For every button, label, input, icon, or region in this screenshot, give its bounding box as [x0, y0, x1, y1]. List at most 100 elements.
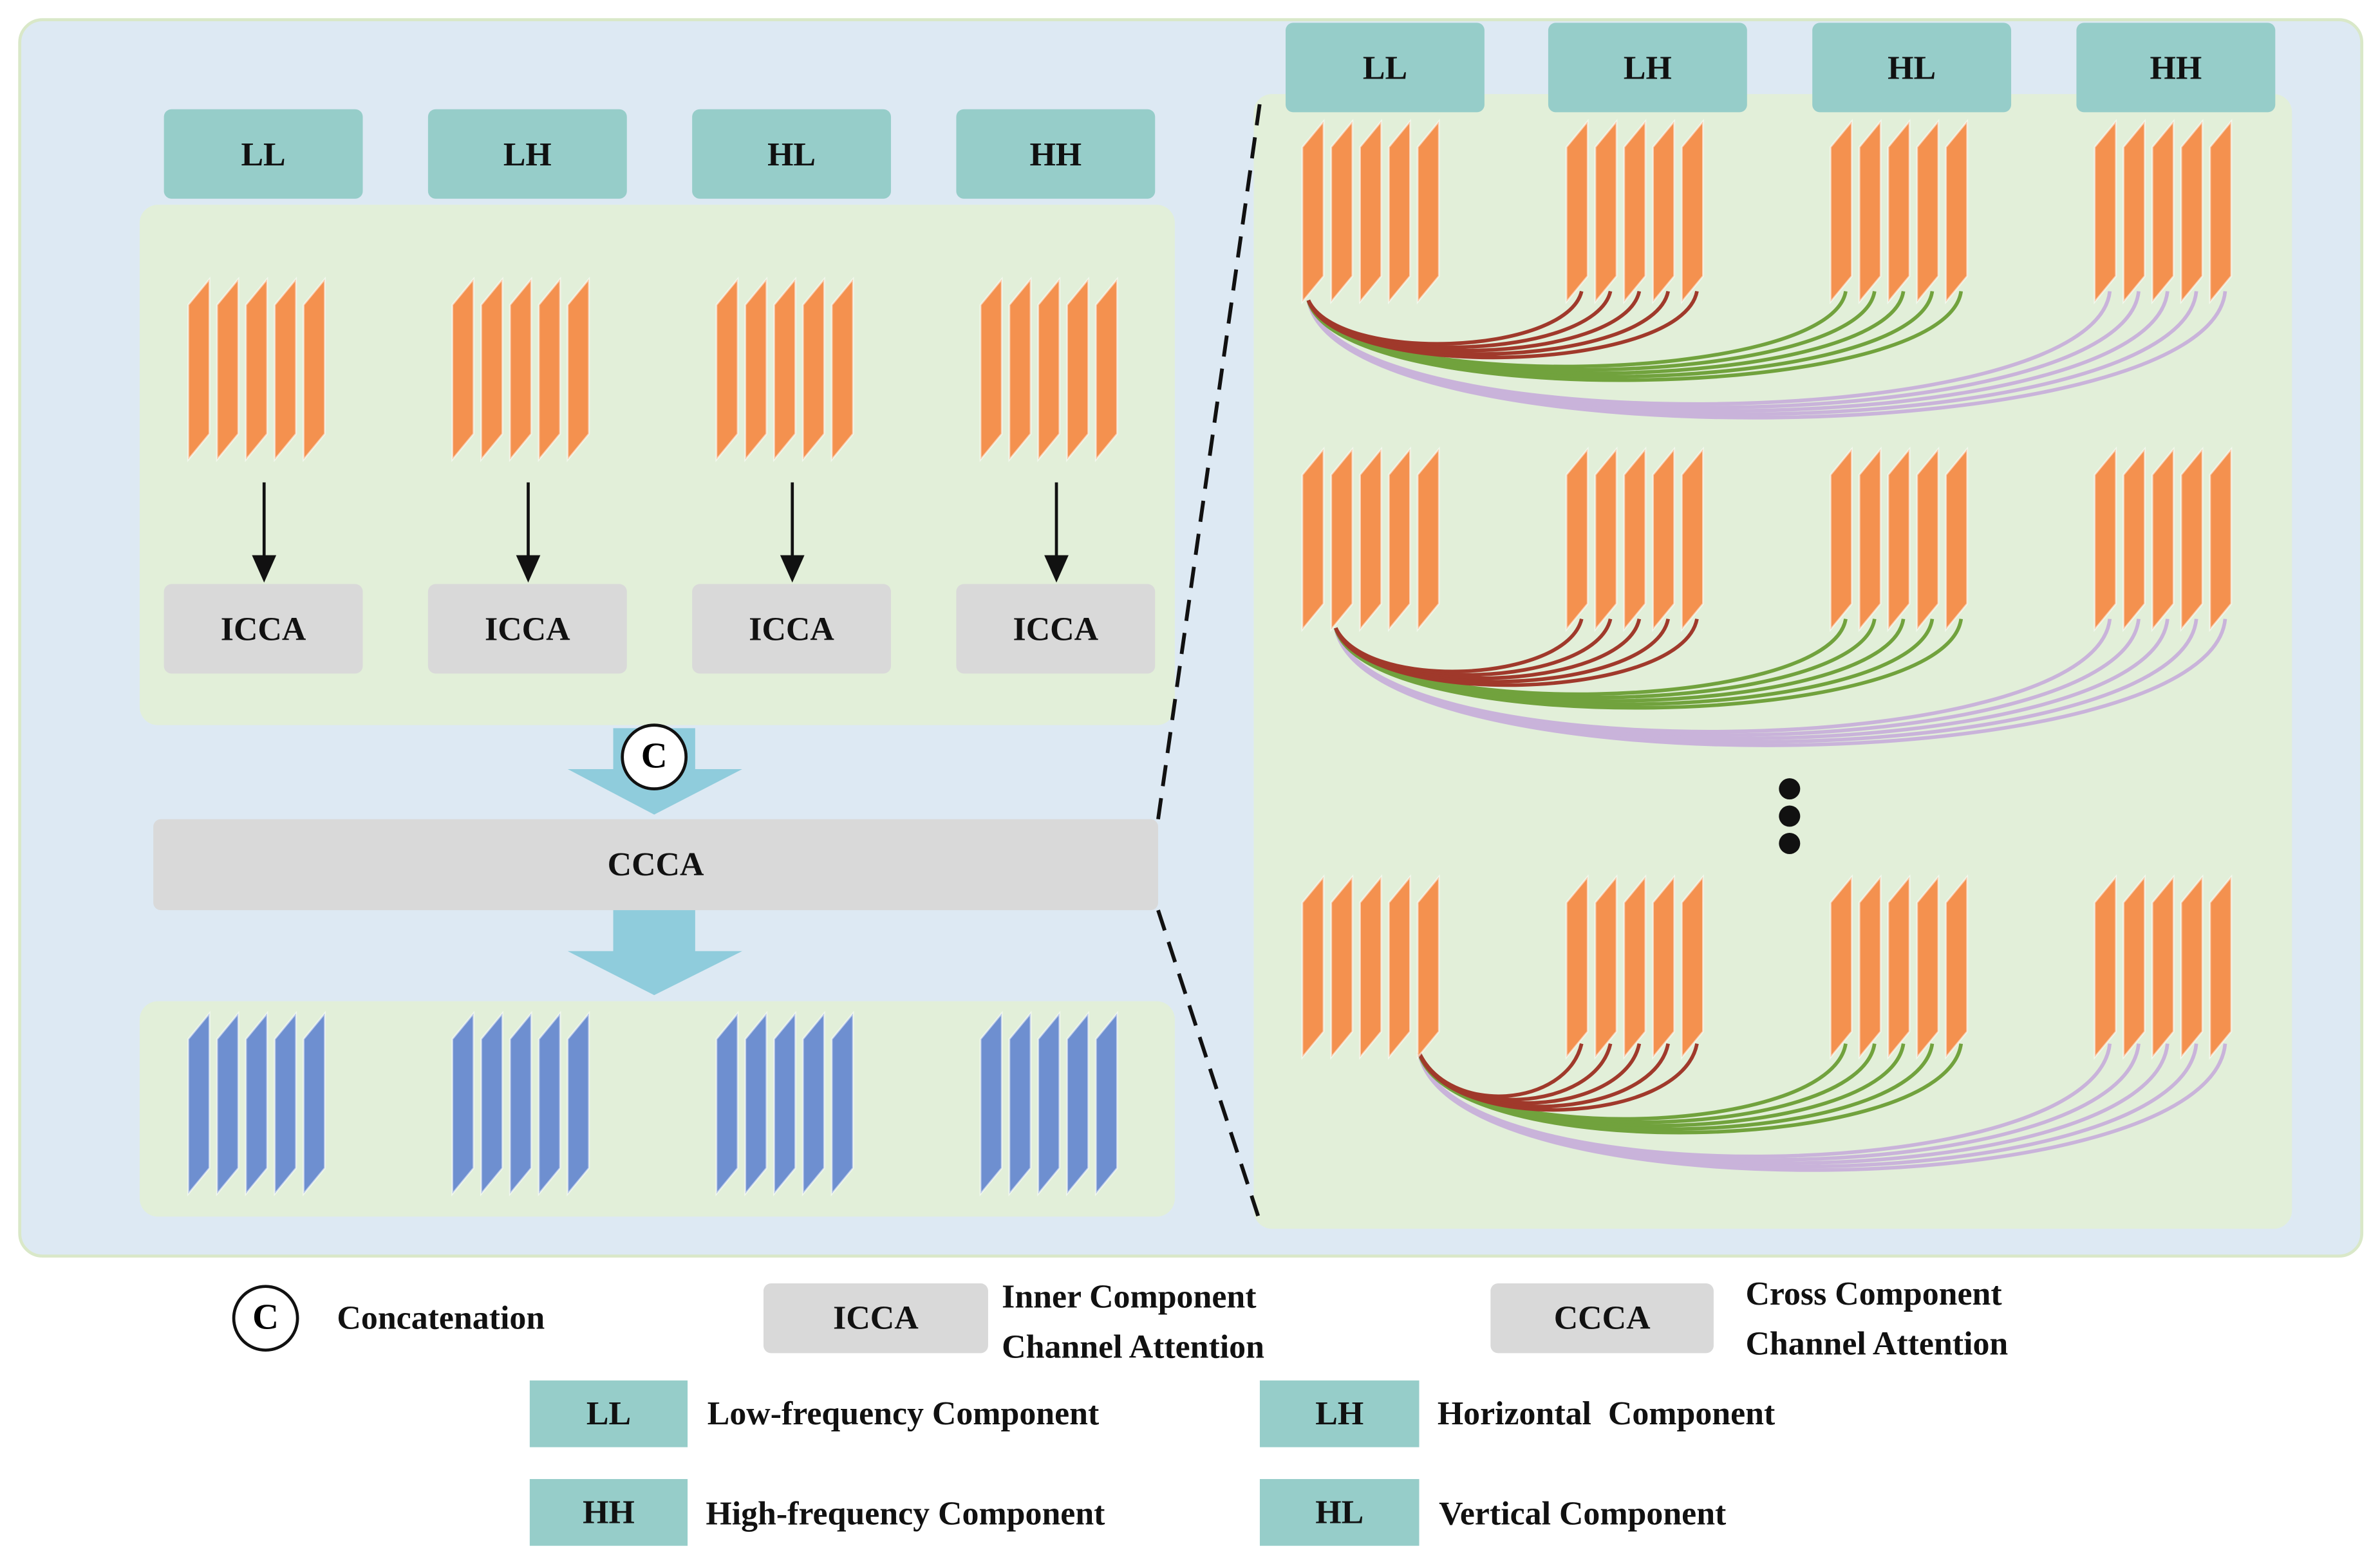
feature-sheet — [1565, 118, 1589, 304]
feature-sheet — [1037, 1010, 1061, 1196]
feature-stacks — [187, 118, 2233, 1196]
feature-sheet — [1387, 874, 1411, 1060]
down-arrow-head — [516, 555, 541, 583]
legend-ll-label: Low-frequency Component — [707, 1394, 1100, 1432]
feature-sheet — [1594, 874, 1618, 1060]
feature-sheet — [1094, 1010, 1118, 1196]
left-label-hl: HL — [692, 109, 892, 199]
icca-block-hh: ICCA — [956, 584, 1156, 674]
zoom-lines — [1156, 102, 1262, 1222]
feature-sheet — [1416, 874, 1440, 1060]
vertical-dots-icon — [1779, 778, 1801, 854]
curve-line — [1417, 1043, 1963, 1135]
feature-sheet — [1094, 276, 1118, 463]
feature-sheet — [1652, 874, 1676, 1060]
feature-sheet — [1008, 1010, 1032, 1196]
legend-hl-box: HL — [1259, 1479, 1420, 1546]
curve-line — [1417, 1043, 2227, 1172]
output-blue-stack-lh — [451, 1010, 590, 1196]
right-stack-row1-ll — [1301, 118, 1440, 304]
feature-sheet — [1916, 874, 1940, 1060]
legend-ccca-line2: Channel Attention — [1745, 1324, 2009, 1363]
feature-sheet — [1330, 446, 1354, 633]
feature-sheet — [1830, 118, 1853, 304]
output-blue-stack-hh — [979, 1010, 1118, 1196]
right-stack-row3-lh — [1565, 874, 1704, 1060]
right-label-lh: LH — [1548, 23, 1747, 113]
feature-sheet — [303, 276, 326, 463]
feature-sheet — [1623, 118, 1647, 304]
feature-sheet — [509, 1010, 532, 1196]
lavender-curves-row1 — [1306, 291, 2227, 420]
feature-sheet — [801, 276, 825, 463]
feature-sheet — [801, 1010, 825, 1196]
output-blue-stack-hl — [715, 1010, 854, 1196]
curve-line — [1306, 291, 1699, 360]
feature-sheet — [2122, 874, 2146, 1060]
feature-sheet — [567, 276, 590, 463]
feature-sheet — [1916, 118, 1940, 304]
feature-sheet — [1945, 446, 1969, 633]
feature-sheet — [1387, 118, 1411, 304]
icca-block-ll: ICCA — [164, 584, 363, 674]
right-stack-row3-hh — [2094, 874, 2233, 1060]
feature-sheet — [2094, 118, 2117, 304]
feature-sheet — [2151, 446, 2175, 633]
feature-sheet — [1623, 446, 1647, 633]
feature-sheet — [2094, 446, 2117, 633]
feature-sheet — [2094, 874, 2117, 1060]
feature-sheet — [451, 1010, 475, 1196]
feature-sheet — [1887, 446, 1911, 633]
red-curves-row2 — [1334, 618, 1699, 687]
icca-block-hl: ICCA — [692, 584, 892, 674]
down-arrows — [252, 482, 1069, 583]
left-orange-stack-hl — [715, 276, 854, 463]
curve-line — [1334, 619, 2227, 747]
right-stack-row2-hl — [1830, 446, 1969, 633]
feature-sheet — [216, 276, 239, 463]
feature-sheet — [1066, 1010, 1089, 1196]
feature-sheet — [245, 276, 268, 463]
feature-sheet — [1037, 276, 1061, 463]
feature-sheet — [744, 1010, 768, 1196]
feature-sheet — [2151, 874, 2175, 1060]
legend-hh-label: High-frequency Component — [706, 1494, 1105, 1532]
legend-icca-box: ICCA — [763, 1283, 988, 1354]
feature-sheet — [1301, 118, 1325, 304]
feature-sheet — [1387, 446, 1411, 633]
feature-sheet — [1066, 276, 1089, 463]
legend-hh-box: HH — [529, 1479, 688, 1546]
feature-sheet — [303, 1010, 326, 1196]
feature-sheet — [1681, 118, 1704, 304]
right-stack-row1-hl — [1830, 118, 1969, 304]
feature-sheet — [1681, 446, 1704, 633]
feature-sheet — [1359, 446, 1382, 633]
feature-sheet — [1945, 118, 1969, 304]
legend-lh-label: Horizontal Component — [1437, 1394, 1776, 1432]
feature-sheet — [2209, 446, 2233, 633]
legend-ccca-box: CCCA — [1490, 1283, 1714, 1354]
feature-sheet — [1830, 446, 1853, 633]
feature-sheet — [715, 276, 739, 463]
feature-sheet — [274, 1010, 297, 1196]
feature-sheet — [538, 1010, 561, 1196]
legend-icca-line2: Channel Attention — [1002, 1327, 1264, 1366]
feature-sheet — [2122, 118, 2146, 304]
left-label-ll: LL — [164, 109, 363, 199]
legend-concat-label: Concatenation — [337, 1298, 545, 1337]
ellipsis-dot — [1779, 778, 1801, 800]
left-orange-stack-lh — [451, 276, 590, 463]
feature-sheet — [979, 276, 1003, 463]
zoom-line-top — [1156, 102, 1262, 820]
curve-line — [1334, 619, 1699, 687]
feature-sheet — [773, 276, 796, 463]
legend-lh-box: LH — [1259, 1380, 1420, 1448]
ellipsis-dot — [1779, 805, 1801, 827]
feature-sheet — [1565, 446, 1589, 633]
left-label-lh: LH — [427, 109, 627, 199]
legend-hl-label: Vertical Component — [1439, 1494, 1727, 1532]
feature-sheet — [1652, 118, 1676, 304]
feature-sheet — [1330, 118, 1354, 304]
